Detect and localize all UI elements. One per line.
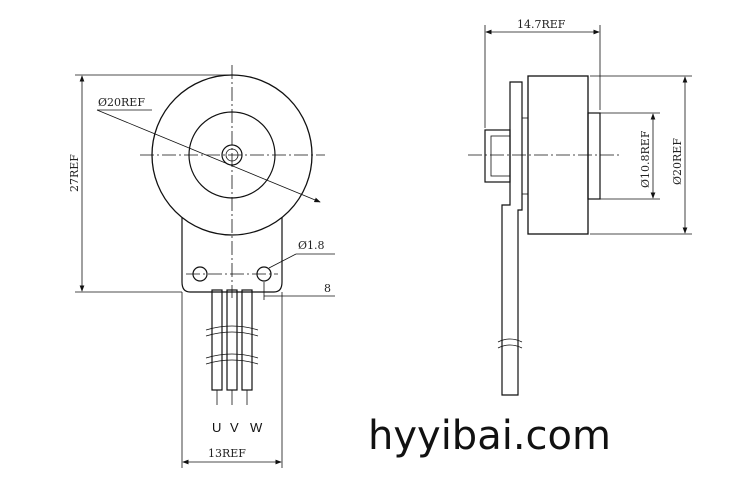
hole-diameter-label: Ø1.8 [298, 239, 325, 252]
pin-label-w: W [250, 420, 263, 435]
outer-diameter-label: Ø20REF [98, 96, 145, 109]
length-label: 14.7REF [517, 18, 566, 31]
side-outer-diameter-label: Ø20REF [671, 138, 684, 185]
side-collar [587, 112, 601, 200]
dimension-8-label: 8 [324, 282, 331, 295]
front-view: U V W Ø20REF 27REF Ø1.8 8 13REF [68, 65, 335, 468]
lead-wires [205, 289, 259, 405]
pin-label-v: V [230, 420, 239, 435]
height-label: 27REF [68, 154, 81, 192]
watermark: hyyibai.com [368, 413, 611, 459]
outer-diameter-leader [96, 109, 321, 203]
hole-diameter-leader [268, 253, 297, 269]
side-shaft [484, 129, 511, 183]
inner-diameter-label: Ø10.8REF [639, 130, 652, 188]
width-label: 13REF [208, 447, 246, 460]
side-view: 14.7REF Ø10.8REF Ø20REF [468, 18, 692, 396]
side-flange [501, 81, 523, 396]
pin-label-u: U [212, 420, 221, 435]
